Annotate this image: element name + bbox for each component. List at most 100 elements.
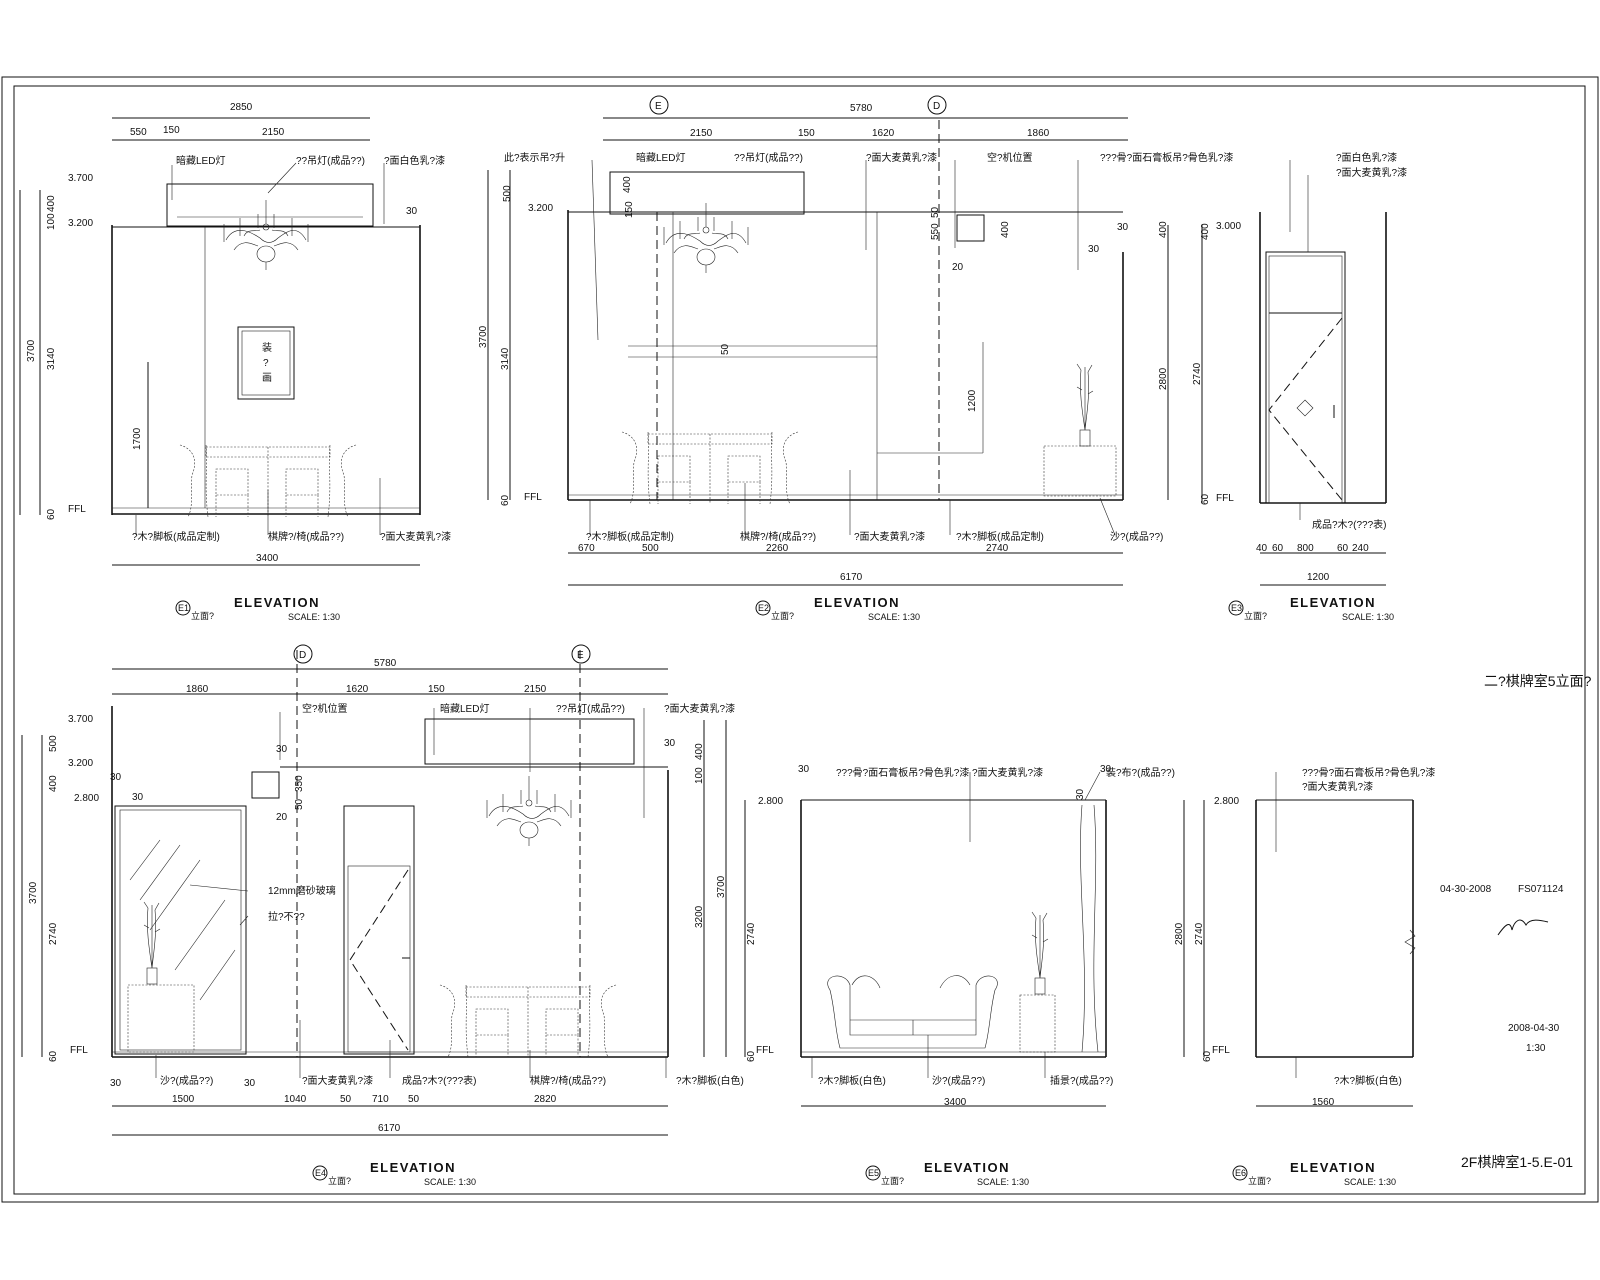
sub-label: 立面? [1244, 610, 1267, 621]
dim-label: 1700 [132, 427, 143, 450]
inner-border [13, 85, 1586, 1195]
elevation-e6 [1183, 799, 1416, 1107]
elevation-title: ELEVATION [1290, 1160, 1376, 1175]
date-left: 04-30-2008 [1440, 884, 1492, 895]
dim-label: 400 [694, 743, 705, 760]
dim-label: 100 [46, 213, 57, 230]
dim-label: 1620 [346, 684, 369, 695]
label-skirting-2: ?木?脚板(成品定制) [956, 530, 1044, 543]
sub-label: 立面? [771, 610, 794, 621]
dim-label: 2150 [262, 127, 285, 138]
dim-label: 1040 [284, 1094, 307, 1105]
elevation-title: ELEVATION [234, 595, 320, 610]
level-ffl: FFL [70, 1045, 88, 1056]
elevation-title: ELEVATION [924, 1160, 1010, 1175]
level-ffl: FFL [68, 504, 86, 515]
label-paint-yellow: ?面大麦黄乳?漆 [1336, 166, 1407, 179]
scale-label: SCALE: 1:30 [868, 612, 920, 622]
label-paint-yellow-top: ?面大麦黄乳?漆 [866, 151, 937, 164]
sub-label: 立面? [328, 1175, 351, 1186]
level-ffl: FFL [1212, 1045, 1230, 1056]
dim-label: 350 [294, 775, 305, 792]
sheet-title: 二?棋牌室5立面? [1484, 673, 1592, 689]
dim-label: 30 [1075, 788, 1086, 800]
dim-label: 150 [798, 128, 815, 139]
label-ceiling: ???骨?面石膏板吊?骨色乳?漆 [1100, 151, 1233, 164]
label-chandelier: ??吊灯(成品??) [556, 703, 625, 715]
level-3700: 3.700 [68, 173, 93, 184]
elevation-e4 [21, 650, 727, 1136]
label-skirting: ?木?脚板(白色) [1334, 1074, 1402, 1087]
section-tag: E5 [868, 1168, 879, 1178]
dim-label: 2850 [230, 102, 253, 113]
level-ffl: FFL [1216, 493, 1234, 504]
dim-label: 150 [428, 684, 445, 695]
dim-label: 1200 [967, 389, 978, 412]
dim-label: 150 [163, 125, 180, 136]
section-tag: E2 [758, 603, 769, 613]
dim-label: 2150 [524, 684, 547, 695]
label-paint-yellow: ?面大麦黄乳?漆 [302, 1074, 373, 1087]
label-paint-yellow: ?面大麦黄乳?漆 [972, 766, 1043, 779]
dim-label: 2740 [48, 922, 59, 945]
level-ffl: FFL [524, 492, 542, 503]
label-chandelier: ??吊灯(成品??) [734, 152, 803, 164]
dim-label: 670 [578, 543, 595, 554]
dim-label: 2740 [746, 922, 757, 945]
e1-text: 2850 550 150 2150 3.700 3.200 FFL 400 10… [26, 102, 451, 622]
dim-label: 6170 [840, 572, 863, 583]
grid-marker-e-bottom [571, 644, 591, 664]
label-sofa: 沙?(成品??) [1110, 531, 1163, 543]
dim-label: 50 [720, 343, 731, 355]
outer-border [1, 76, 1599, 1203]
level-3000: 3.000 [1216, 221, 1241, 232]
dim-label: 3140 [500, 347, 511, 370]
dim-label: 60 [1202, 1050, 1213, 1062]
dim-label: 550 [130, 127, 147, 138]
dim-label: 30 [798, 764, 810, 775]
dim-label: 2740 [986, 543, 1009, 554]
dim-label: 100 [694, 767, 705, 784]
frame-text: ? [263, 358, 269, 369]
level-3200: 3.200 [68, 218, 93, 229]
elevation-title: ELEVATION [814, 595, 900, 610]
date-right: 2008-04-30 [1508, 1023, 1560, 1034]
dim-label: 3400 [944, 1097, 967, 1108]
elevation-e2 [487, 117, 1169, 586]
label-curtain: 装?布?(成品??) [1106, 766, 1175, 779]
dim-label: 6170 [378, 1123, 401, 1134]
dim-label: 30 [244, 1078, 256, 1089]
label-paint-yellow: ?面大麦黄乳?漆 [380, 530, 451, 543]
label-table: 棋牌?/椅(成品??) [268, 530, 344, 543]
label-sofa: 沙?(成品??) [160, 1075, 213, 1087]
dim-label: 20 [952, 262, 964, 273]
dim-label: 240 [1352, 543, 1369, 554]
dim-label: 2740 [1192, 362, 1203, 385]
project-code: FS071124 [1518, 884, 1564, 895]
dim-label: 400 [1200, 223, 1211, 240]
elevation-e1 [19, 117, 421, 566]
label-chandelier: ??吊灯(成品??) [296, 155, 365, 167]
dim-label: 3700 [716, 875, 727, 898]
label-paint-white: ?面白色乳?漆 [384, 154, 445, 167]
dim-label: 400 [1158, 221, 1169, 238]
label-note: 此?表示吊?升 [504, 151, 565, 164]
dim-label: 50 [930, 206, 941, 218]
level-ffl: FFL [756, 1045, 774, 1056]
frame-text: 装 [262, 341, 272, 354]
dim-label: 1500 [172, 1094, 195, 1105]
grid-marker-d-bottom [293, 644, 313, 664]
e6-text: 2.800 FFL 2800 2740 60 1560 ???骨?面石膏板吊?骨… [1174, 766, 1435, 1187]
dim-label: 500 [502, 185, 513, 202]
dim-label: 50 [294, 798, 305, 810]
dim-label: 5780 [850, 103, 873, 114]
scale-label: SCALE: 1:30 [288, 612, 340, 622]
section-tag: E1 [178, 603, 189, 613]
label-led: 暗藏LED灯 [636, 151, 685, 164]
scale-ratio: 1:30 [1526, 1043, 1546, 1054]
dim-label: 710 [372, 1094, 389, 1105]
dim-label: 1860 [1027, 128, 1050, 139]
dim-label: 40 [1256, 543, 1268, 554]
label-door: 成品?木?(???表) [1312, 518, 1386, 531]
